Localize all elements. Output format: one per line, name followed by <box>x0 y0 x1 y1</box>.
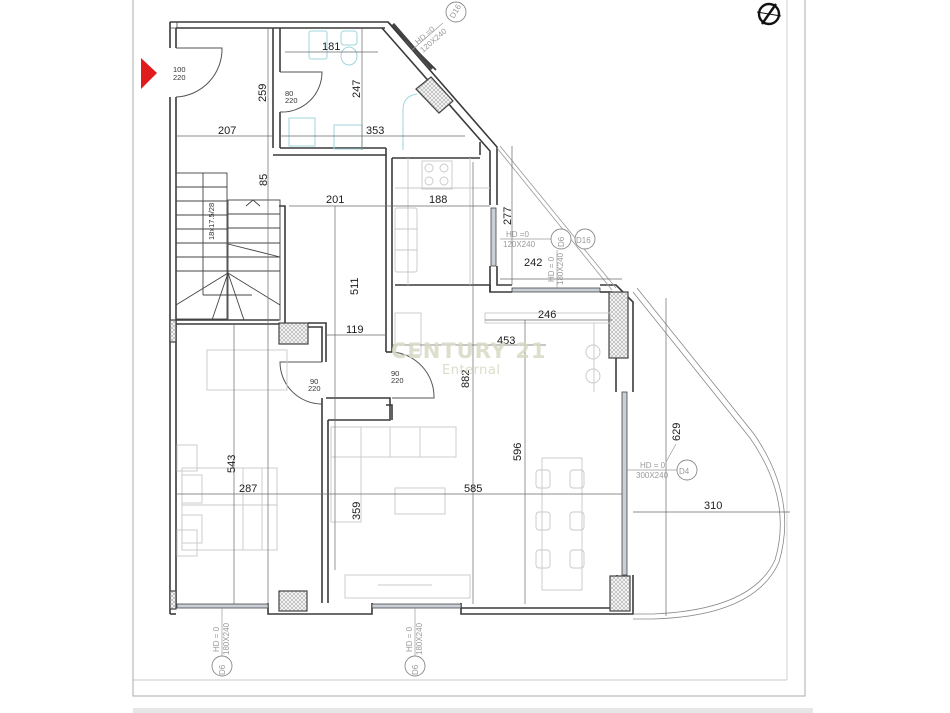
interior-walls <box>176 28 491 603</box>
svg-text:220: 220 <box>173 73 186 82</box>
window-kitchen <box>490 207 497 267</box>
dim-dining-length: 596 <box>512 443 524 461</box>
dim-bath-height: 247 <box>351 80 363 98</box>
dim-kitchen-window: 277 <box>502 207 514 225</box>
svg-text:180X240: 180X240 <box>415 622 424 655</box>
dim-bedroom-height: 543 <box>226 455 238 473</box>
svg-text:180X240: 180X240 <box>556 252 565 285</box>
door-label-entry: 100 220 <box>173 65 186 82</box>
svg-text:D6: D6 <box>557 236 566 247</box>
column <box>278 590 308 612</box>
dim-window-offset: 242 <box>524 257 542 269</box>
dim-living-total-width: 585 <box>464 483 482 495</box>
svg-text:HD = 0: HD = 0 <box>547 256 556 282</box>
svg-text:D16: D16 <box>576 236 591 245</box>
svg-text:HD =0: HD =0 <box>506 230 529 239</box>
dim-total-depth: 882 <box>460 370 472 388</box>
stair-label: 18x17.5/28 <box>207 203 216 240</box>
dining-furniture <box>484 312 611 591</box>
north-compass-icon <box>756 2 782 26</box>
svg-text:D4: D4 <box>679 467 690 476</box>
svg-text:90: 90 <box>391 369 399 378</box>
living-furniture <box>330 426 471 599</box>
dim-stair-gap: 85 <box>258 174 270 186</box>
dim-bath-top: 181 <box>322 41 340 53</box>
dim-bedroom-width: 287 <box>239 483 257 495</box>
dim-passage-width: 119 <box>346 324 364 336</box>
window-bath-diagonal <box>391 23 434 70</box>
window-tag-d6-bottom-center: HD = 0 180X240 D6 <box>404 608 426 677</box>
column <box>609 575 631 612</box>
window-tag-d6-kitchen: HD =0 120X240 D6 <box>500 228 572 250</box>
dim-terrace-height: 629 <box>671 423 683 441</box>
window-bottom-center <box>371 603 462 609</box>
dim-living-width: 453 <box>497 335 515 347</box>
window-bottom-left <box>176 603 269 609</box>
svg-text:180X240: 180X240 <box>222 622 231 655</box>
century21-watermark: CENTURY 21 Enternal <box>391 339 546 378</box>
bottom-bar <box>133 708 813 713</box>
window-tag-d6-bottom-left: HD = 0 180X240 D6 <box>211 608 233 677</box>
door-bedroom <box>279 361 323 405</box>
dim-kitchen-depth: 246 <box>538 309 556 321</box>
svg-text:90: 90 <box>310 377 318 386</box>
svg-text:HD = 0: HD = 0 <box>212 626 221 652</box>
svg-text:220: 220 <box>285 96 298 105</box>
column <box>608 291 629 359</box>
watermark-brand: CENTURY 21 <box>391 339 546 363</box>
window-tag-d16-diagonal: D16 <box>574 228 596 250</box>
door-label-bath: 80 220 <box>285 89 298 105</box>
dim-kitchen-width: 188 <box>429 194 447 206</box>
door-entry <box>175 47 223 98</box>
drawing-frame <box>132 0 806 697</box>
bedroom-furniture <box>176 349 288 557</box>
watermark-office: Enternal <box>442 363 500 378</box>
doors <box>175 47 435 405</box>
door-label-bedroom: 90 220 <box>308 377 321 393</box>
window-tag-d4: HD = 0 300X240 D4 <box>626 443 698 481</box>
kitchen-fixtures <box>394 158 490 356</box>
dim-hall-width: 207 <box>218 125 236 137</box>
svg-text:HD = 0: HD = 0 <box>405 626 414 652</box>
dim-corridor-length: 511 <box>349 277 361 295</box>
svg-text:300X240: 300X240 <box>636 471 669 480</box>
dim-hall-height: 259 <box>257 84 269 102</box>
entrance-arrow-icon <box>141 58 157 89</box>
window-tag-d6-top-living: HD = 0 180X240 <box>547 250 565 289</box>
svg-text:220: 220 <box>391 376 404 385</box>
exterior-walls <box>169 21 634 615</box>
door-label-living: 90 220 <box>391 369 404 385</box>
svg-text:D6: D6 <box>411 664 420 675</box>
staircase <box>175 172 281 321</box>
svg-text:120X240: 120X240 <box>503 240 536 249</box>
terrace <box>496 145 786 620</box>
column <box>169 590 177 610</box>
dim-living-depth: 359 <box>351 502 363 520</box>
window-living-top <box>511 287 601 293</box>
dimension-lines <box>176 28 790 616</box>
svg-text:80: 80 <box>285 89 293 98</box>
svg-text:100: 100 <box>173 65 186 74</box>
svg-text:220: 220 <box>308 384 321 393</box>
dim-bath-width: 353 <box>366 125 384 137</box>
window-tag-d16-top: HD =0 120X240 D16 <box>411 1 467 55</box>
svg-text:D6: D6 <box>218 664 227 675</box>
window-living-east <box>621 391 628 576</box>
column <box>415 76 454 114</box>
dim-terrace-width: 310 <box>704 500 722 512</box>
column <box>169 319 177 343</box>
door-living <box>391 351 435 399</box>
bathroom-fixtures <box>288 30 418 150</box>
svg-text:HD = 0: HD = 0 <box>640 461 666 470</box>
dim-corridor-width: 201 <box>326 194 344 206</box>
door-bath <box>279 71 323 113</box>
column <box>278 322 309 345</box>
